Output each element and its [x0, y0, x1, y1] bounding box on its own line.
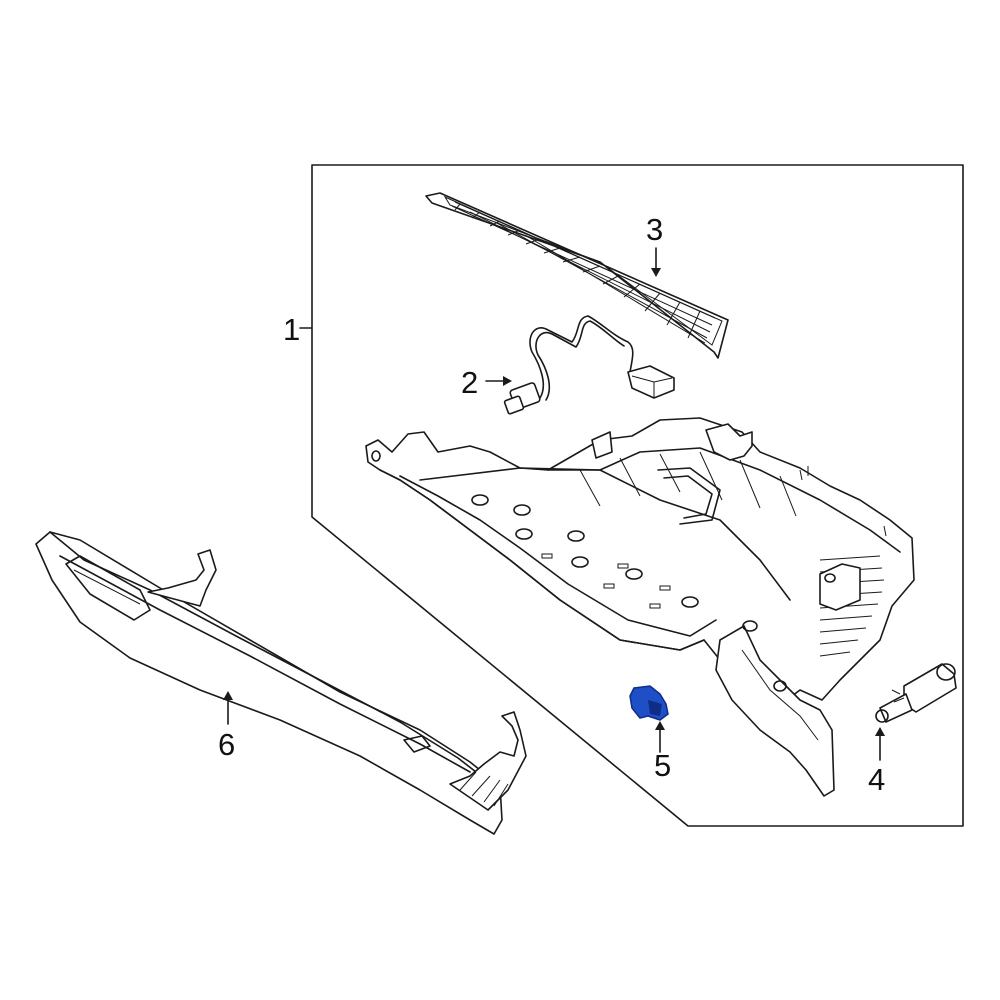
callout-4: 4 — [868, 762, 885, 797]
assembly-frame — [311, 164, 964, 827]
callout-6: 6 — [218, 727, 235, 762]
part-5-clip[interactable] — [629, 685, 669, 721]
part-5-clip-shade — [648, 700, 662, 716]
part-4-damper[interactable] — [875, 663, 957, 723]
callout-2: 2 — [461, 365, 478, 400]
part-1-glove-box-housing[interactable] — [365, 417, 915, 797]
callout-1: 1 — [283, 312, 300, 347]
part-6-glove-box-door[interactable] — [35, 531, 527, 835]
part-2-lamp-harness[interactable] — [503, 315, 675, 415]
leader-lines — [223, 247, 885, 761]
part-3-grille-panel[interactable] — [425, 192, 729, 359]
callout-3: 3 — [646, 212, 663, 247]
callout-5: 5 — [654, 748, 671, 783]
